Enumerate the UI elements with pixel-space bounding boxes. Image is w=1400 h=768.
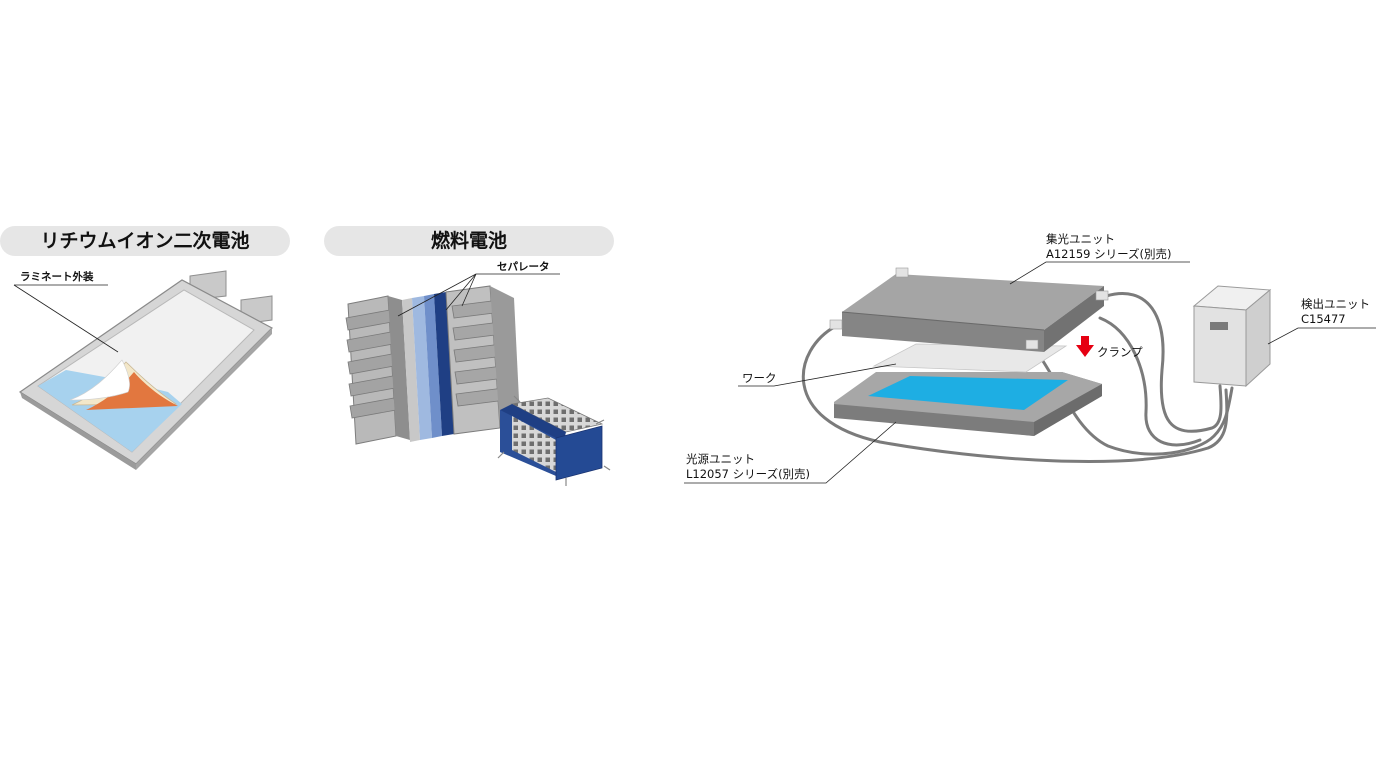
clamp-label: クランプ — [1097, 345, 1143, 359]
collector-unit-name: 集光ユニット — [1046, 232, 1115, 246]
clamp-arrow-icon — [1076, 336, 1094, 357]
separator-plate-left — [345, 295, 410, 445]
peeled-layer-white — [69, 359, 130, 401]
layer-lightgrey — [402, 298, 420, 442]
work-label: ワーク — [742, 371, 777, 385]
collector-leader — [1009, 261, 1190, 285]
laminate-label: ラミネート外装 — [20, 271, 94, 283]
layer-navy — [434, 292, 454, 436]
layer-lightblue — [412, 296, 432, 440]
detector-unit-model: C15477 — [1301, 312, 1346, 326]
work-leader — [738, 363, 897, 387]
detector-display — [1210, 322, 1228, 330]
light-source-unit — [834, 372, 1102, 436]
separator-label: セパレータ — [497, 261, 550, 273]
peeled-layer-orange — [86, 372, 178, 410]
led-panel — [868, 376, 1068, 410]
separator-plate-right — [445, 285, 520, 435]
lithium-title-pill: リチウムイオン二次電池 — [0, 226, 290, 256]
light-collector-unit — [841, 274, 1104, 352]
fuel-cell-stack — [497, 395, 611, 486]
layer-blue — [424, 294, 442, 438]
collector-unit-model: A12159 シリーズ(別売) — [1046, 247, 1172, 261]
fuel-cell-title: 燃料電池 — [430, 230, 507, 252]
light-source-leader — [684, 421, 897, 484]
lithium-title: リチウムイオン二次電池 — [40, 230, 250, 252]
fuel-cell-title-pill: 燃料電池 — [324, 226, 614, 256]
detector-unit — [1192, 285, 1272, 388]
work-sheet — [872, 343, 1068, 373]
detector-leader — [1267, 327, 1376, 345]
light-source-unit-name: 光源ユニット — [686, 452, 755, 466]
detector-unit-name: 検出ユニット — [1301, 297, 1370, 311]
light-source-unit-model: L12057 シリーズ(別売) — [686, 467, 811, 481]
